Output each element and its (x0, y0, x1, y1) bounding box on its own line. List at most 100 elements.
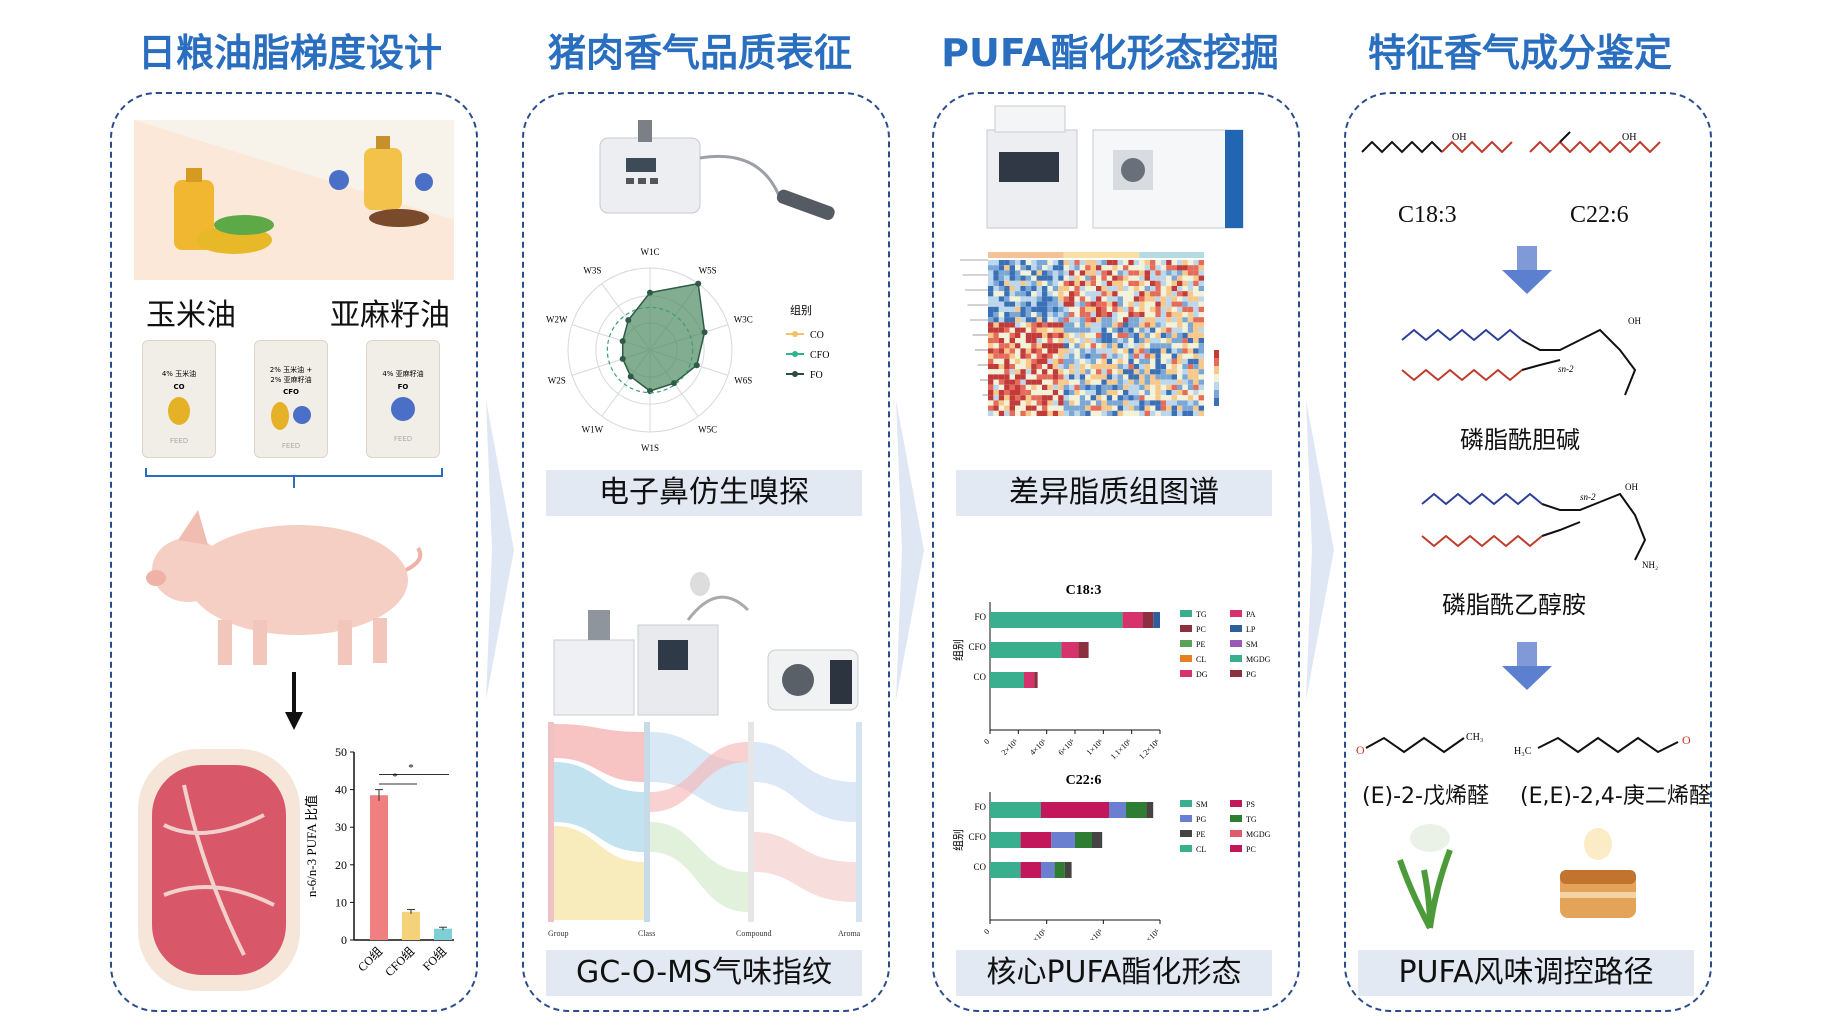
heatmap-cell (1058, 301, 1064, 307)
heatmap-cell (1020, 374, 1026, 380)
heatmap-cell (1123, 390, 1129, 396)
radar-point (671, 380, 678, 387)
heatmap-cell (1036, 306, 1042, 312)
heatmap-cell (993, 312, 999, 318)
heatmap-cell (1058, 379, 1064, 385)
heatmap-cell (1036, 348, 1042, 354)
heatmap-cell (1090, 291, 1096, 297)
heatmap-cell (1036, 379, 1042, 385)
heatmap-cell (1171, 301, 1177, 307)
aldehyde-structures: O CH₃ H₃C O (1356, 732, 1691, 757)
heatmap-cell (1063, 405, 1069, 411)
heatmap-cell (1058, 322, 1064, 328)
heatmap-cell (1025, 286, 1032, 292)
heatmap-cell (1009, 348, 1015, 354)
heatmap-cell (1101, 395, 1107, 401)
heatmap-cell (1182, 410, 1188, 416)
heatmap-cell (1004, 260, 1010, 266)
heatmap-cell (1015, 369, 1021, 375)
heatmap-cell (1047, 312, 1053, 318)
heatmap-cell (1020, 400, 1026, 406)
heatmap-cell (1139, 327, 1145, 333)
heatmap-cell (1139, 338, 1145, 344)
heatmap-cell (1150, 358, 1156, 364)
heatmap-cell (1096, 358, 1102, 364)
heatmap-cell (1166, 332, 1172, 338)
heatmap-cell (1182, 338, 1188, 344)
oh-label: OH (1628, 316, 1641, 326)
heatmap-cell (1042, 400, 1048, 406)
legend-label: PG (1196, 815, 1206, 824)
heatmap-cell (1090, 390, 1096, 396)
heatmap-cell (1171, 317, 1177, 323)
heatmap-cell (1171, 390, 1177, 396)
heatmap-cell (1182, 317, 1188, 323)
heatmap-cell (1182, 369, 1188, 375)
heatmap-cell (1020, 265, 1026, 271)
heatmap-cell (1160, 348, 1167, 354)
stacked-segment (1126, 802, 1147, 818)
heatmap-cell (1166, 301, 1172, 307)
heatmap-cell (1177, 301, 1183, 307)
heatmap-cell (1177, 317, 1183, 323)
heatmap-cell (1020, 410, 1026, 416)
heatmap-cell (1036, 280, 1042, 286)
heatmap-cell (1144, 327, 1150, 333)
heatmap-cell (1144, 270, 1150, 276)
heatmap-cell (1112, 270, 1118, 276)
heatmap-cell (1155, 286, 1161, 292)
heatmap-cell (1047, 291, 1053, 297)
heatmap-cell (1160, 395, 1167, 401)
stacked-segment (990, 862, 1021, 878)
heatmap-cell (1042, 332, 1048, 338)
heatmap-cell (1171, 275, 1177, 281)
heatmap-cell (1020, 306, 1026, 312)
heatmap-cell (1187, 410, 1194, 416)
y-tick-label: 50 (335, 745, 347, 759)
heatmap-cell (1160, 270, 1167, 276)
legend-swatch (1180, 640, 1192, 647)
heatmap-cell (1117, 374, 1123, 380)
arrow-down-icon (1502, 642, 1552, 690)
heatmap-cell (1063, 364, 1069, 370)
heatmap-cell (1123, 405, 1129, 411)
heatmap-cell (1144, 332, 1150, 338)
heatmap-cell (1187, 338, 1194, 344)
heatmap-cell (1036, 410, 1042, 416)
heatmap-cell (1128, 327, 1134, 333)
heatmap-cell (1085, 379, 1091, 385)
heatmap-cell (1074, 379, 1080, 385)
bag-label: 4% 亚麻籽油 (382, 370, 424, 378)
heatmap-cell (1079, 364, 1086, 370)
heatmap-cell (1063, 358, 1069, 364)
stacked-segment (1020, 862, 1041, 878)
legend-label: TG (1246, 815, 1257, 824)
heatmap-cell (1139, 379, 1145, 385)
heatmap-cell (1139, 286, 1145, 292)
heatmap-cell (1112, 379, 1118, 385)
heatmap-cell (1182, 364, 1188, 370)
heatmap-cell (1155, 280, 1161, 286)
heatmap-cell (1123, 291, 1129, 297)
heatmap-cell (1069, 400, 1075, 406)
heatmap-cell (1047, 275, 1053, 281)
heatmap-cell (1187, 291, 1194, 297)
heatmap-cell (1117, 275, 1123, 281)
heatmap-cell (1155, 265, 1161, 271)
heatmap-cell (1182, 296, 1188, 302)
heatmap-cell (1160, 343, 1167, 349)
heatmap-cell (1025, 275, 1032, 281)
heatmap-cell (1139, 296, 1145, 302)
heatmap-cell (1139, 390, 1145, 396)
heatmap-cell (1166, 343, 1172, 349)
heatmap-cell (1160, 379, 1167, 385)
heatmap-cell (1182, 286, 1188, 292)
heatmap-cell (1193, 327, 1199, 333)
heatmap-cell (1106, 353, 1113, 359)
heatmap-cell (993, 379, 999, 385)
heatmap-cell (1020, 369, 1026, 375)
heatmap-cell (1052, 265, 1059, 271)
heatmap-cell (1074, 369, 1080, 375)
nh2-label: NH₂ (1642, 560, 1658, 570)
heatmap-cell (988, 405, 994, 411)
